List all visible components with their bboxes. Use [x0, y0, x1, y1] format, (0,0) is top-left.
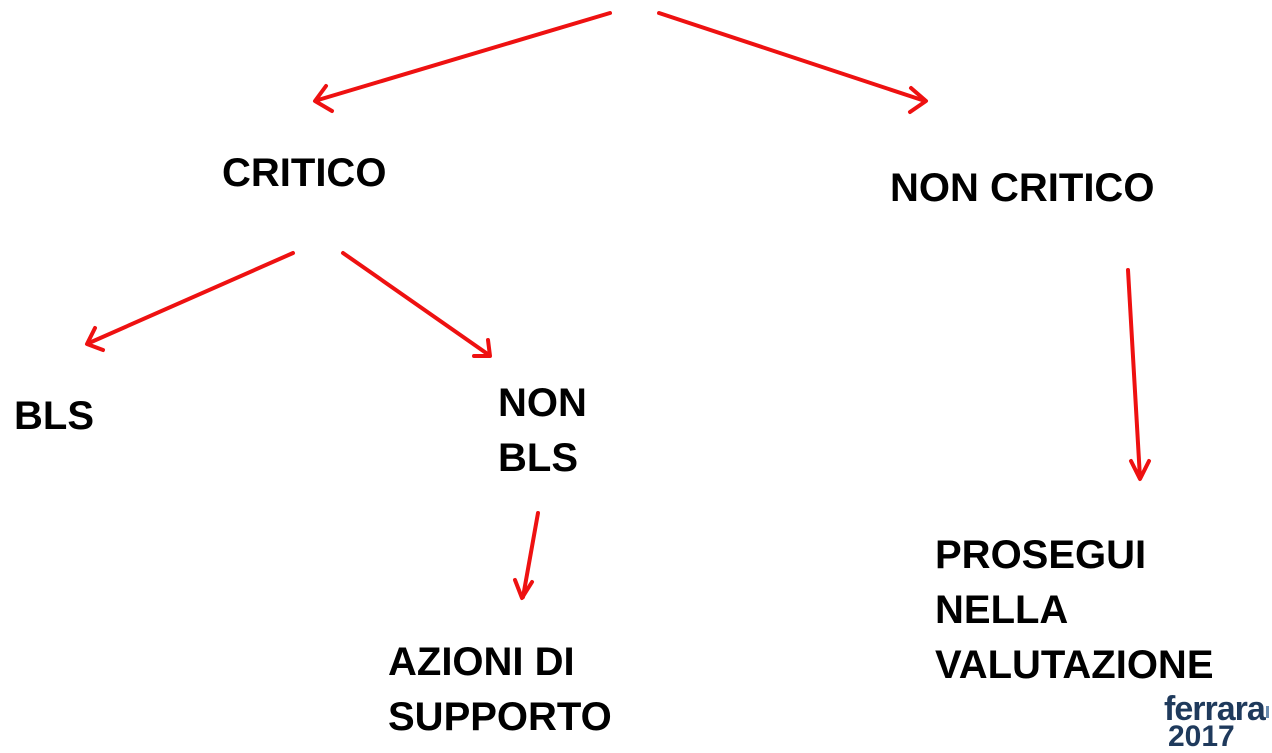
- node-azioni-line-2: SUPPORTO: [388, 695, 612, 739]
- node-bls-label: BLS: [14, 394, 94, 438]
- arrow-critico-to-bls: [85, 251, 295, 352]
- node-non-critico: NON CRITICO: [890, 161, 1154, 216]
- node-non-critico-label: NON CRITICO: [890, 166, 1155, 210]
- arrow-non-critico-to-prosegui: [1126, 268, 1151, 481]
- node-azioni-line-1: AZIONI DI: [388, 640, 575, 684]
- arrow-critico-to-non-bls: [341, 251, 492, 358]
- node-non-bls-line-2: BLS: [498, 436, 578, 480]
- logo-year: 2017: [1168, 720, 1235, 753]
- logo-word: ferrara: [1164, 690, 1266, 728]
- arrow-non-bls-to-azioni: [513, 511, 540, 600]
- node-bls: BLS: [14, 389, 94, 444]
- flow-diagram: CRITICO NON CRITICO BLS NON BLS AZIONI D…: [14, 11, 1272, 752]
- node-non-bls-line-1: NON: [498, 381, 587, 425]
- logo-mark-icon: [1266, 706, 1269, 718]
- node-prosegui-line-3: VALUTAZIONE: [935, 643, 1214, 687]
- node-prosegui-line-2: NELLA: [935, 588, 1069, 632]
- arrow-root-to-critico: [313, 11, 612, 113]
- node-azioni-di-supporto: AZIONI DI SUPPORTO: [388, 635, 612, 745]
- arrows-layer: [85, 11, 1151, 600]
- node-critico: CRITICO: [222, 146, 386, 201]
- node-critico-label: CRITICO: [222, 151, 387, 195]
- node-non-bls: NON BLS: [498, 376, 587, 486]
- node-prosegui-line-1: PROSEGUI: [935, 533, 1147, 577]
- ferrara-logo: ferrara 2017: [1164, 690, 1272, 752]
- arrow-root-to-non-critico: [657, 11, 928, 114]
- node-prosegui-nella-valutazione: PROSEGUI NELLA VALUTAZIONE: [935, 528, 1214, 693]
